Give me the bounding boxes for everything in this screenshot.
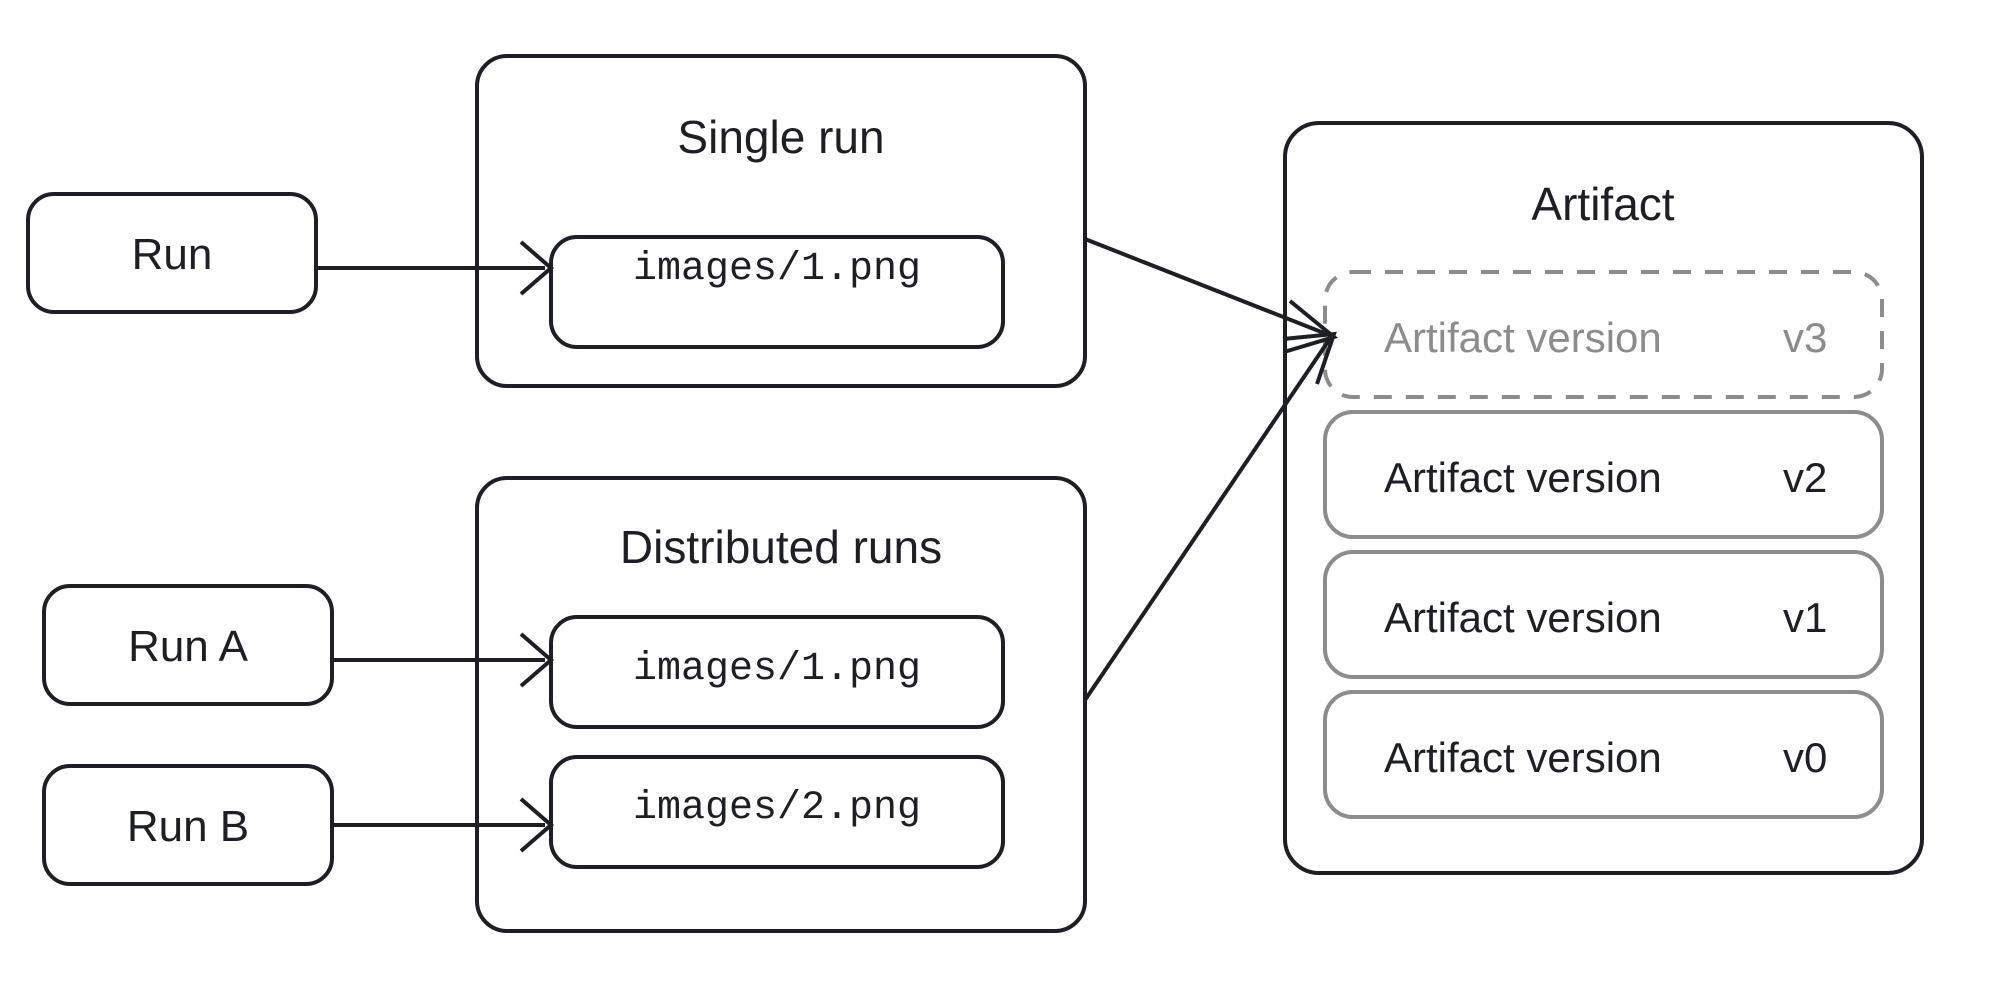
artifact-version-v0-number: v0 — [1783, 734, 1828, 781]
run-b-node-label: Run B — [126, 802, 250, 851]
run-a-node-box[interactable] — [42, 584, 334, 706]
run-a-node-label: Run A — [128, 622, 248, 671]
distributed-run-file-1-label: images/1.png — [632, 647, 922, 692]
artifact-version-v1-number: v1 — [1783, 594, 1828, 641]
artifact-version-v0-box[interactable] — [1323, 690, 1884, 819]
artifact-panel-title: Artifact — [1531, 178, 1675, 230]
artifact-version-v2-number: v2 — [1783, 454, 1828, 501]
artifact-version-v3-box[interactable] — [1323, 270, 1884, 399]
distributed-run-file-2-box[interactable] — [549, 755, 1005, 869]
arrow-distributed-runs-to-artifact-v3 — [1083, 331, 1337, 702]
run-node-box[interactable] — [26, 192, 318, 314]
arrow-run-b-to-file-2 — [334, 797, 555, 853]
arrow-run-to-single-file — [318, 240, 555, 296]
single-run-file-label: images/1.png — [632, 247, 922, 292]
artifact-version-v2-label: Artifact version — [1384, 454, 1662, 501]
artifact-version-v1-label: Artifact version — [1384, 594, 1662, 641]
single-run-file-box[interactable] — [549, 235, 1005, 349]
artifact-version-v3-number: v3 — [1783, 314, 1828, 361]
distributed-run-file-1-box[interactable] — [549, 615, 1005, 729]
arrow-run-a-to-file-1 — [334, 632, 555, 688]
run-b-node-box[interactable] — [42, 764, 334, 886]
artifact-version-v2-box[interactable] — [1323, 410, 1884, 539]
distributed-run-file-2-label: images/2.png — [632, 786, 922, 831]
run-node-label: Run — [131, 230, 213, 279]
single-run-group-title: Single run — [677, 111, 885, 163]
distributed-runs-group-title: Distributed runs — [619, 521, 943, 573]
artifact-version-v0-label: Artifact version — [1384, 734, 1662, 781]
artifact-version-v1-box[interactable] — [1323, 550, 1884, 679]
artifact-version-v3-label: Artifact version — [1384, 314, 1662, 361]
